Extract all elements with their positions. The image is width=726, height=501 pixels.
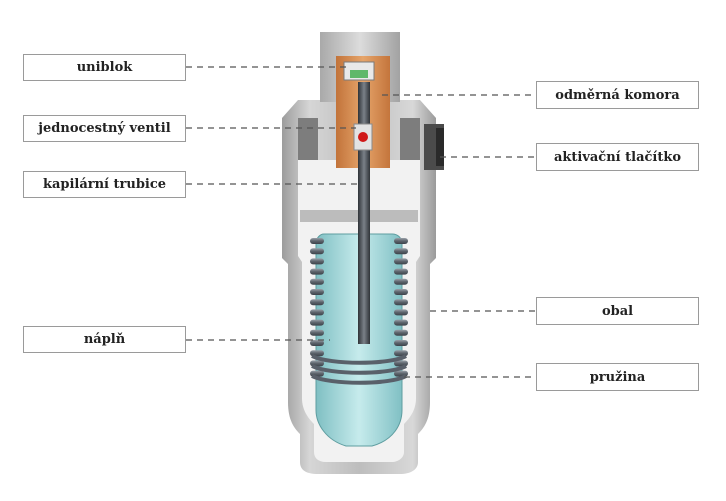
spring-coil-right [394, 248, 408, 255]
spring-coil-left [310, 248, 324, 255]
label-napln: náplň [23, 326, 186, 353]
spring-coil-right [394, 340, 408, 346]
spring-coil-right [394, 289, 408, 295]
spring-coil-left [310, 278, 324, 285]
capillary-tube [358, 82, 370, 344]
spring-coil-right [394, 238, 408, 244]
spring-coil-right [394, 299, 408, 306]
spring-coil-left [310, 309, 324, 316]
spring-coil-left [310, 370, 324, 377]
spring-coil-front [311, 374, 407, 385]
inner-wall-right [400, 118, 420, 160]
label-aktivacni-tlacitko: aktivační tlačítko [536, 143, 699, 171]
spring-coil-left [310, 329, 324, 336]
spring-coil-right [394, 268, 408, 275]
spring-coil-right [394, 258, 408, 265]
spring-coil-right [394, 278, 408, 285]
spring-coil-left [310, 258, 324, 265]
spring-coil-right [394, 309, 408, 316]
spring-coil-front [311, 364, 407, 375]
valve-ball [358, 132, 368, 142]
spring-coil-front [311, 354, 407, 365]
spring-coil-left [310, 299, 324, 306]
label-jednocestny-ventil: jednocestný ventil [23, 115, 186, 142]
label-uniblok: uniblok [23, 54, 186, 81]
spring-coil-right [394, 319, 408, 326]
uniblock-core [350, 70, 368, 78]
label-pruzina: pružina [536, 363, 699, 391]
activation-button-face [436, 128, 444, 166]
spring-coil-right [394, 350, 408, 357]
spring [310, 238, 408, 385]
spring-coil-left [310, 268, 324, 275]
spring-coil-left [310, 319, 324, 326]
spring-coil-left [310, 289, 324, 295]
spring-coil-left [310, 350, 324, 357]
spring-coil-left [310, 340, 324, 346]
inner-wall-left [298, 118, 318, 160]
spring-coil-left [310, 238, 324, 244]
label-obal: obal [536, 297, 699, 325]
label-odmerna-komora: odměrná komora [536, 81, 699, 109]
label-kapilarni-trubice: kapilární trubice [23, 171, 186, 198]
spring-coil-right [394, 329, 408, 336]
